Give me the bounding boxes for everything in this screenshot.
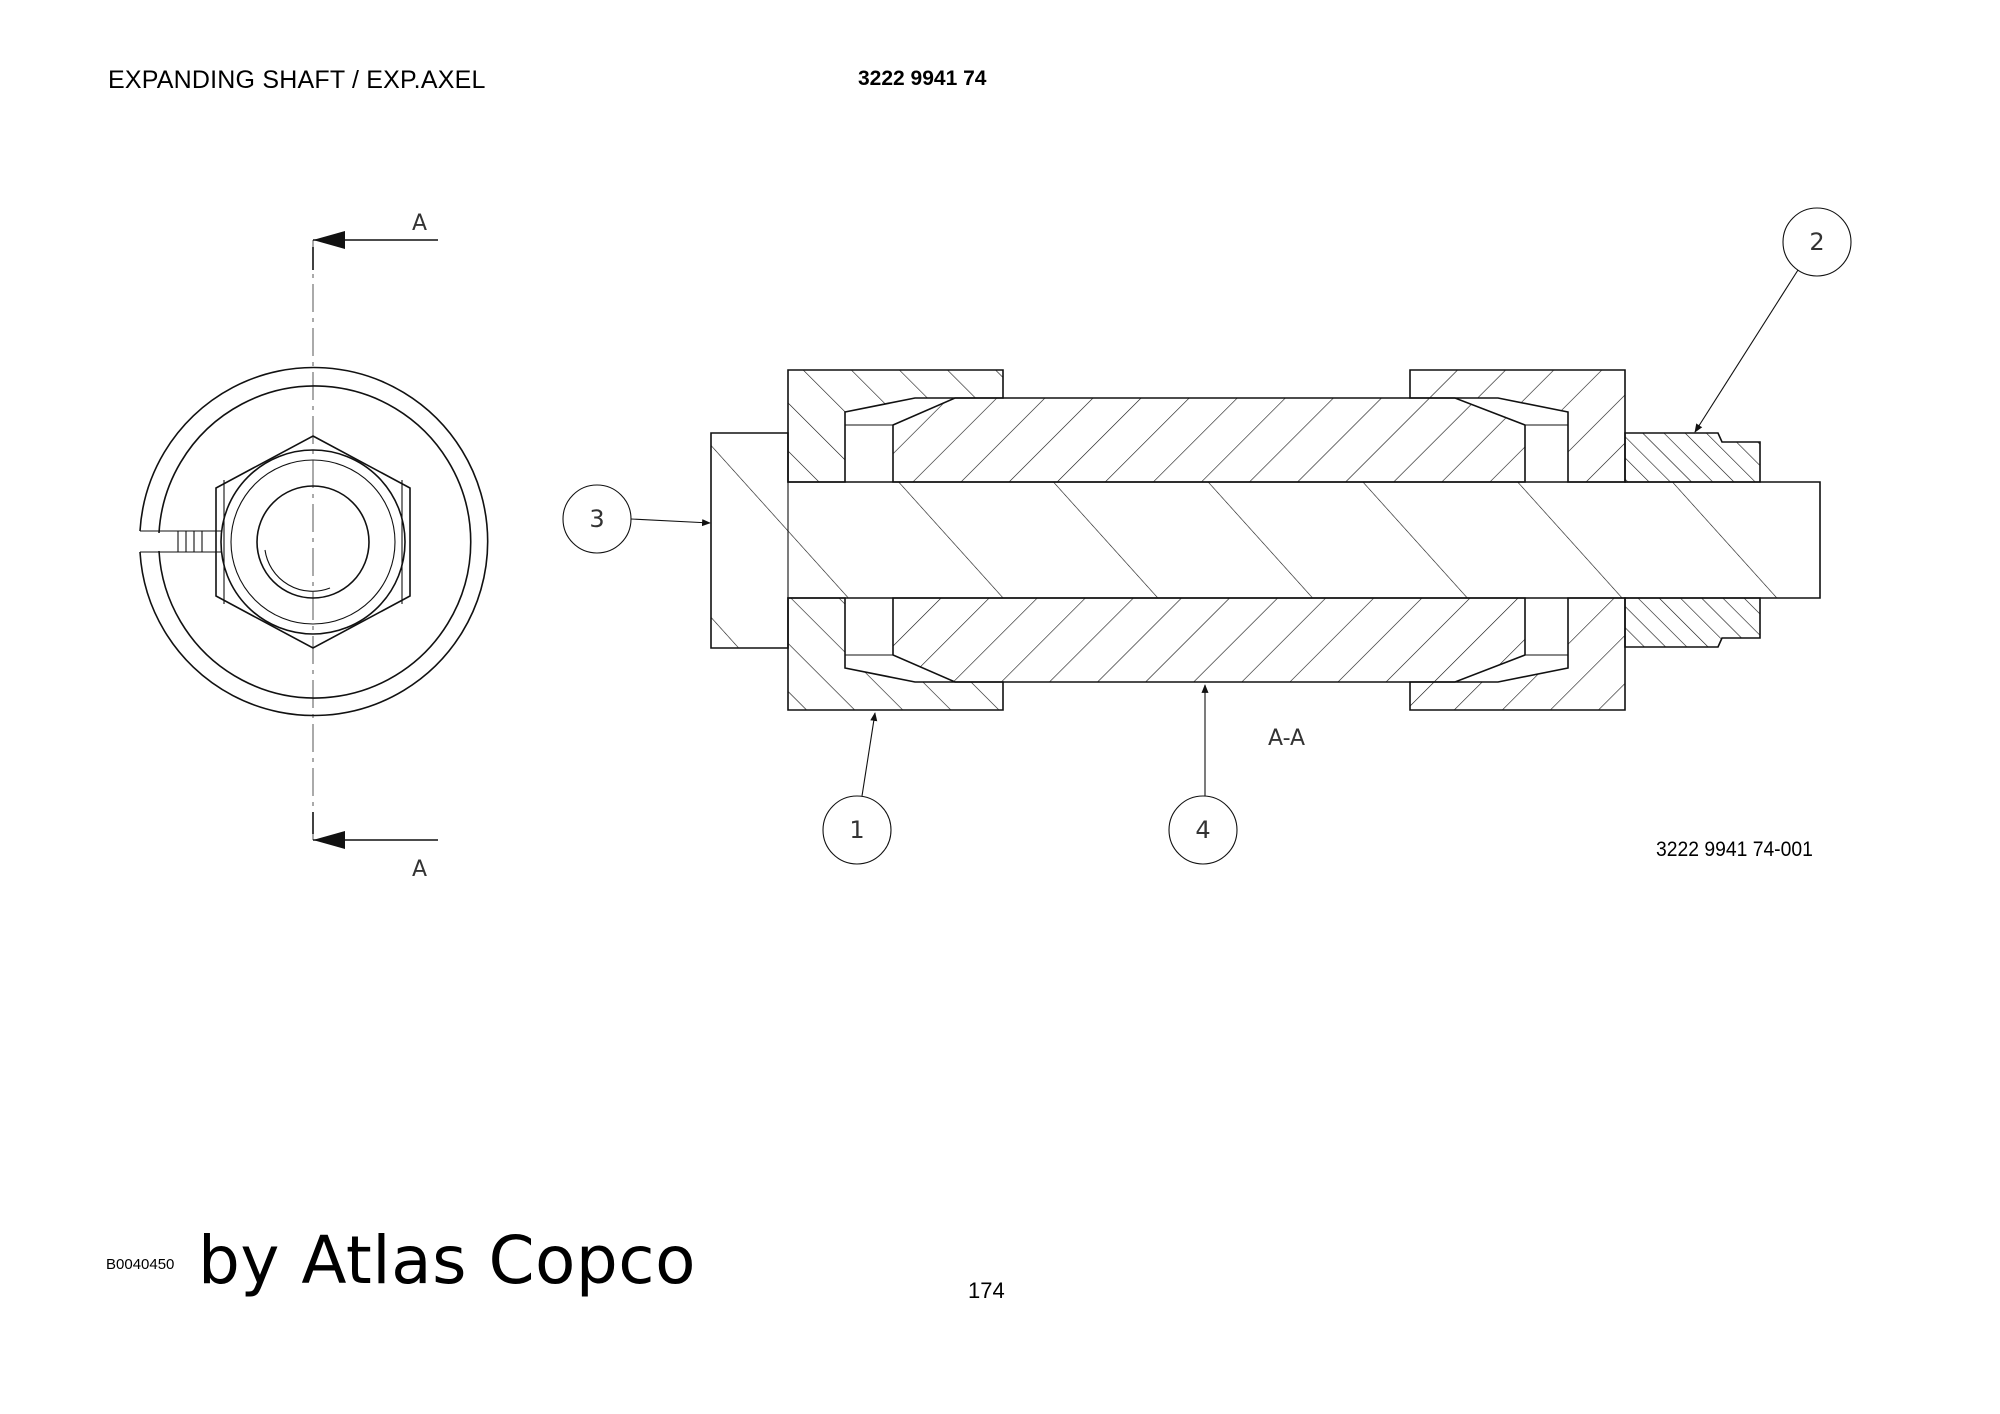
callout-bubble-4 <box>1168 795 1238 865</box>
callouts: 2 3 1 4 <box>562 207 1852 865</box>
end-view: A A <box>139 211 489 882</box>
section-view: A-A <box>710 369 1821 751</box>
section-arrow-bottom <box>313 831 345 849</box>
section-marker-top: A <box>412 211 427 236</box>
callout-bubble-2 <box>1782 207 1852 277</box>
hex-nut <box>215 435 411 649</box>
section-arrow-top <box>313 231 345 249</box>
outer-ring <box>139 366 489 717</box>
callout-label-1: 1 <box>849 816 864 844</box>
callout-bubble-1 <box>822 795 892 865</box>
callout-label-2: 2 <box>1809 228 1824 256</box>
end-nut-top <box>1624 432 1761 483</box>
page-number: 174 <box>968 1278 1005 1303</box>
left-collar-top <box>787 369 1004 483</box>
brand-watermark: by Atlas Copco <box>198 1222 696 1299</box>
reference-code: B0040450 <box>106 1256 175 1273</box>
callout-label-4: 4 <box>1195 816 1210 844</box>
end-nut-bottom <box>1624 597 1761 648</box>
page-title: EXPANDING SHAFT / EXP.AXEL <box>108 66 486 94</box>
section-marker-bottom: A <box>412 857 427 882</box>
callout-label-3: 3 <box>589 505 604 533</box>
drawing-number: 3222 9941 74-001 <box>1656 838 1813 861</box>
part-number: 3222 9941 74 <box>858 67 987 90</box>
section-label: A-A <box>1268 726 1305 751</box>
